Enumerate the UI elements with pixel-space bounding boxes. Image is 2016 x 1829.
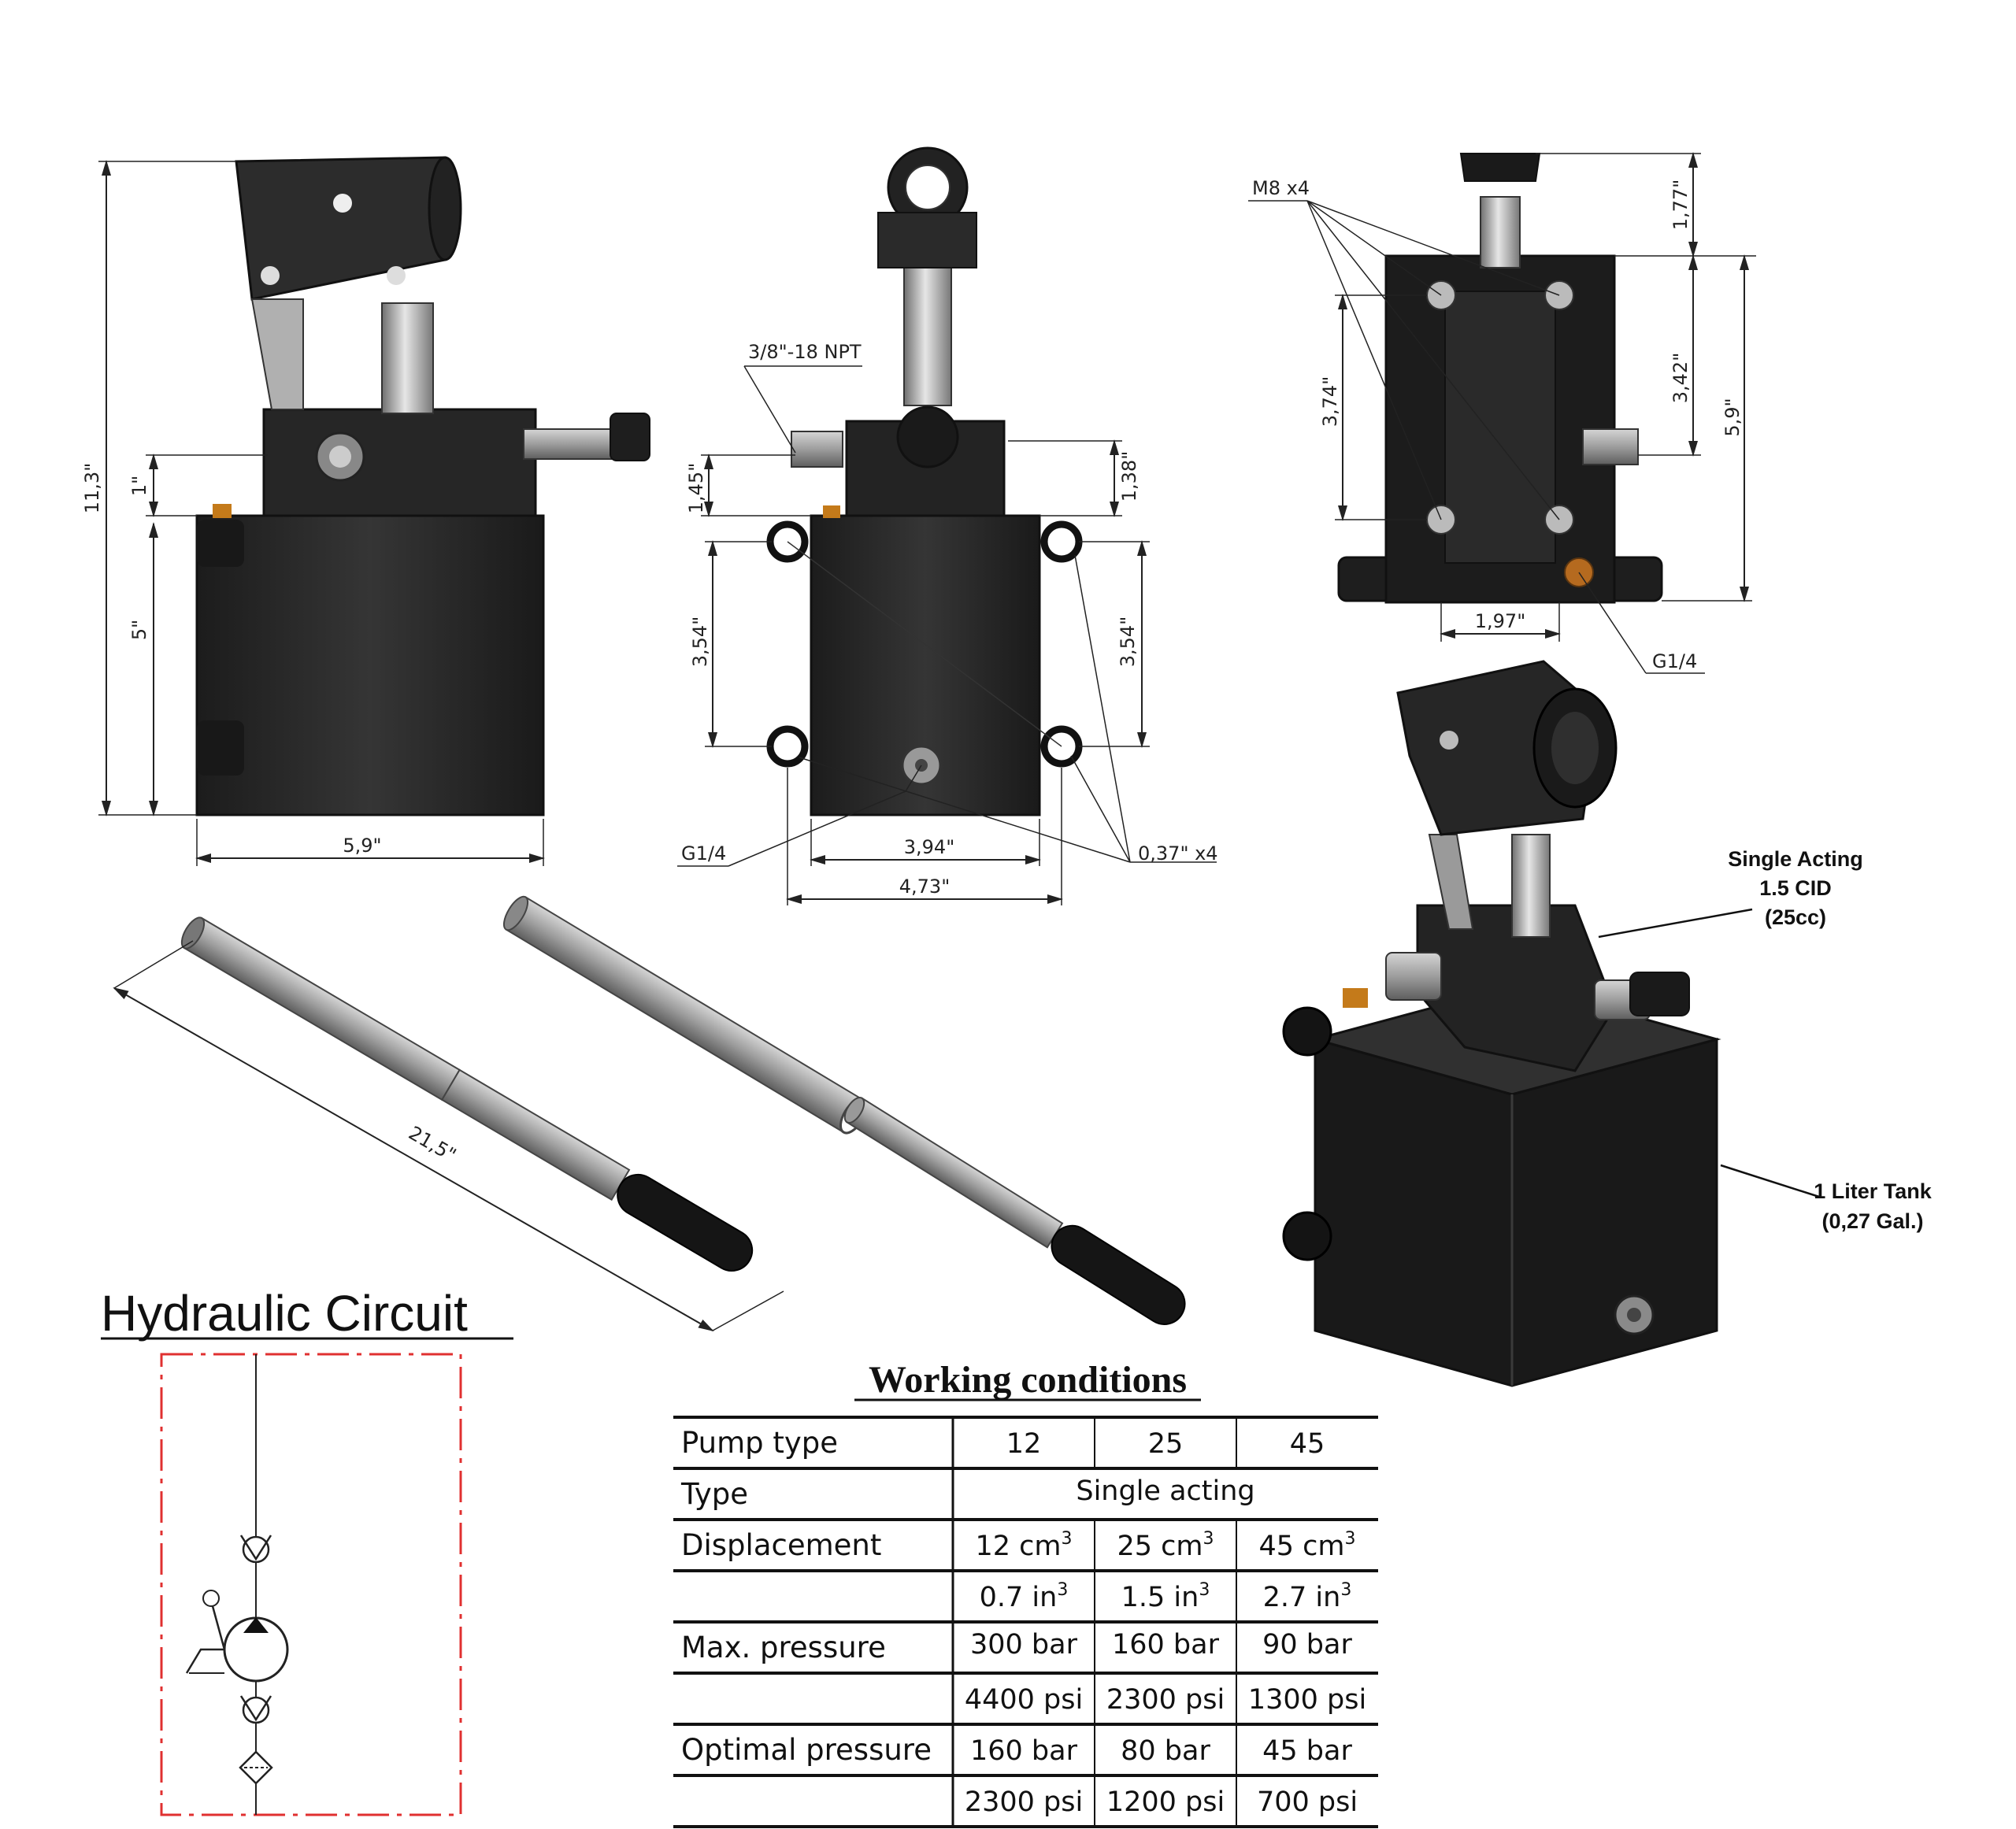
disp-in-12: 0.7 in3 (980, 1580, 1069, 1613)
handle-right-upper (502, 895, 868, 1135)
dim-top-g14: G1/4 (1652, 650, 1697, 672)
label-optimal-pressure: Optimal pressure (681, 1733, 932, 1767)
dim-inner-width: 3,94" (904, 836, 954, 858)
max-psi-25: 2300 psi (1106, 1684, 1225, 1716)
dim-top-374: 3,74" (1319, 376, 1341, 427)
wc-title: Working conditions (869, 1359, 1187, 1401)
handle-right-lower (843, 1097, 1186, 1325)
label-type: Type (680, 1477, 748, 1511)
type-value: Single acting (1076, 1475, 1254, 1507)
max-psi-45: 1300 psi (1248, 1684, 1366, 1716)
max-bar-12: 300 bar (970, 1629, 1078, 1661)
disp-cm-45: 45 cm3 (1259, 1529, 1356, 1562)
opt-psi-12: 2300 psi (965, 1786, 1083, 1818)
dim-front-a: 1,45" (685, 463, 707, 513)
dim-port-g14: G1/4 (681, 842, 726, 865)
max-psi-12: 4400 psi (965, 1684, 1083, 1716)
dim-pump-block: 1" (128, 476, 150, 496)
dim-top-342: 3,42" (1670, 353, 1692, 403)
pump-type-25: 25 (1148, 1428, 1184, 1460)
opt-psi-25: 1200 psi (1106, 1786, 1225, 1818)
side-tank (195, 514, 545, 816)
dim-outer-width: 4,73" (899, 876, 950, 898)
dim-holes: 0,37" x4 (1138, 842, 1218, 865)
top-view: M8 x4 1,77" 3,42" 5,9" 3,74" 1,97" G1/4 (1248, 152, 1756, 674)
callout-cid: 1.5 CID (1759, 876, 1832, 900)
dim-tank-width: 5,9" (343, 835, 381, 857)
callout-single-acting: Single Acting (1728, 847, 1863, 871)
isometric-view: Single Acting 1.5 CID (25cc) 1 Liter Tan… (1282, 660, 1933, 1387)
disp-in-25: 1.5 in3 (1121, 1580, 1210, 1613)
label-displacement: Displacement (681, 1528, 881, 1562)
dim-front-b: 1,38" (1118, 451, 1140, 502)
circuit-title: Hydraulic Circuit (101, 1285, 468, 1342)
circuit-border (160, 1353, 462, 1816)
dim-top-197: 1,97" (1475, 610, 1525, 632)
dim-height-total: 11,3" (81, 463, 103, 513)
disp-cm-12: 12 cm3 (976, 1529, 1073, 1562)
dim-npt-port: 3/8"-18 NPT (748, 341, 862, 363)
opt-bar-45: 45 bar (1262, 1735, 1352, 1767)
opt-bar-12: 160 bar (970, 1735, 1078, 1767)
max-bar-45: 90 bar (1262, 1629, 1352, 1661)
disp-in-45: 2.7 in3 (1263, 1580, 1352, 1613)
handle-left: 21,5" (113, 916, 784, 1331)
label-pump-type: Pump type (681, 1426, 838, 1460)
dim-front-right: 3,54" (1117, 616, 1139, 667)
working-conditions: Working conditions Pump type 12 25 45 Ty… (673, 1359, 1378, 1828)
front-view: 3/8"-18 NPT 1,45" 1,38" 3,54" 3,54" G1/4… (677, 146, 1218, 905)
dim-top-177: 1,77" (1670, 180, 1692, 230)
dim-front-left: 3,54" (689, 616, 711, 667)
dim-top-m8: M8 x4 (1252, 177, 1310, 199)
opt-bar-25: 80 bar (1121, 1735, 1210, 1767)
callout-tank-gal: (0,27 Gal.) (1821, 1209, 1923, 1233)
pump-type-45: 45 (1290, 1428, 1325, 1460)
dim-top-59: 5,9" (1721, 398, 1744, 436)
callout-cc: (25cc) (1765, 905, 1826, 929)
opt-psi-45: 700 psi (1257, 1786, 1358, 1818)
dim-tank-height: 5" (128, 620, 150, 640)
label-max-pressure: Max. pressure (681, 1631, 886, 1664)
disp-cm-25: 25 cm3 (1117, 1529, 1214, 1562)
pump-type-12: 12 (1006, 1428, 1042, 1460)
max-bar-25: 160 bar (1112, 1629, 1220, 1661)
side-view: 11,3" 1" 5" 5,9" (81, 156, 650, 866)
hydraulic-circuit: Hydraulic Circuit (101, 1285, 513, 1816)
callout-tank: 1 Liter Tank (1814, 1179, 1933, 1203)
